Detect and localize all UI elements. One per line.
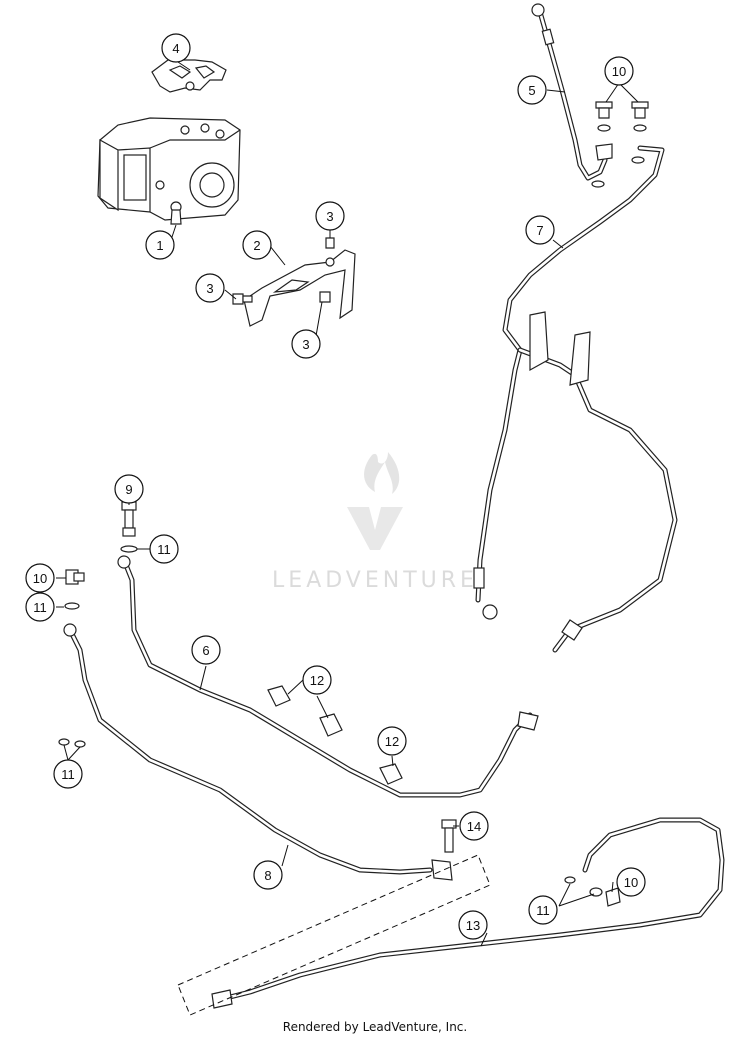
callout-11: 11: [25, 592, 55, 622]
bolt-group: [232, 237, 335, 305]
callout-7: 7: [525, 215, 555, 245]
callout-10: 10: [604, 56, 634, 86]
callout-11: 11: [53, 759, 83, 789]
hose-13: [211, 817, 725, 1009]
watermark: LEADVENTURE: [272, 452, 478, 593]
callout-label: 11: [33, 600, 47, 615]
connector-cover: [151, 59, 227, 93]
watermark-text: LEADVENTURE: [272, 568, 478, 593]
callout-6: 6: [191, 635, 221, 665]
hose-8: [63, 623, 453, 881]
callout-3: 3: [315, 201, 345, 231]
callout-label: 12: [310, 673, 324, 688]
callout-1: 1: [145, 230, 175, 260]
callout-11: 11: [149, 534, 179, 564]
callout-label: 5: [528, 83, 535, 98]
callout-label: 10: [33, 571, 47, 586]
callout-9: 9: [114, 474, 144, 504]
callout-label: 8: [264, 868, 271, 883]
callout-label: 2: [253, 238, 260, 253]
callout-label: 10: [624, 875, 638, 890]
callout-label: 11: [61, 767, 75, 782]
callout-5: 5: [517, 75, 547, 105]
callout-3: 3: [195, 273, 225, 303]
callout-label: 11: [157, 542, 171, 557]
callout-3: 3: [291, 329, 321, 359]
callout-10: 10: [616, 867, 646, 897]
callout-label: 9: [125, 482, 132, 497]
callout-10: 10: [25, 563, 55, 593]
callout-4: 4: [161, 33, 191, 63]
bracket: [243, 249, 356, 327]
sensor-group: [267, 685, 403, 785]
callout-11: 11: [528, 895, 558, 925]
abs-unit: [97, 117, 241, 225]
callout-label: 6: [202, 643, 209, 658]
callout-12: 12: [377, 726, 407, 756]
callout-label: 14: [467, 819, 481, 834]
callout-label: 3: [326, 209, 333, 224]
callout-label: 1: [156, 238, 163, 253]
hose-7: [473, 145, 678, 653]
callout-label: 12: [385, 734, 399, 749]
callout-2: 2: [242, 230, 272, 260]
callout-label: 4: [172, 41, 179, 56]
footer-credit: Rendered by LeadVenture, Inc.: [282, 1020, 468, 1034]
washers-left: [58, 738, 86, 748]
bolt-14: [441, 819, 457, 853]
callout-14: 14: [459, 811, 489, 841]
callout-8: 8: [253, 860, 283, 890]
callout-12: 12: [302, 665, 332, 695]
fitting-9: [120, 501, 138, 553]
callout-label: 13: [466, 918, 480, 933]
callout-label: 10: [612, 64, 626, 79]
banjo-bolts-top: [591, 101, 649, 188]
callout-13: 13: [458, 910, 488, 940]
hose-5: [531, 3, 613, 181]
callout-label: 3: [206, 281, 213, 296]
banjo-bolt-left: [64, 569, 85, 610]
callout-label: 7: [536, 223, 543, 238]
leader-lines: [56, 61, 639, 947]
hose-6: [117, 555, 539, 798]
callout-label: 11: [536, 903, 550, 918]
callout-label: 3: [302, 337, 309, 352]
